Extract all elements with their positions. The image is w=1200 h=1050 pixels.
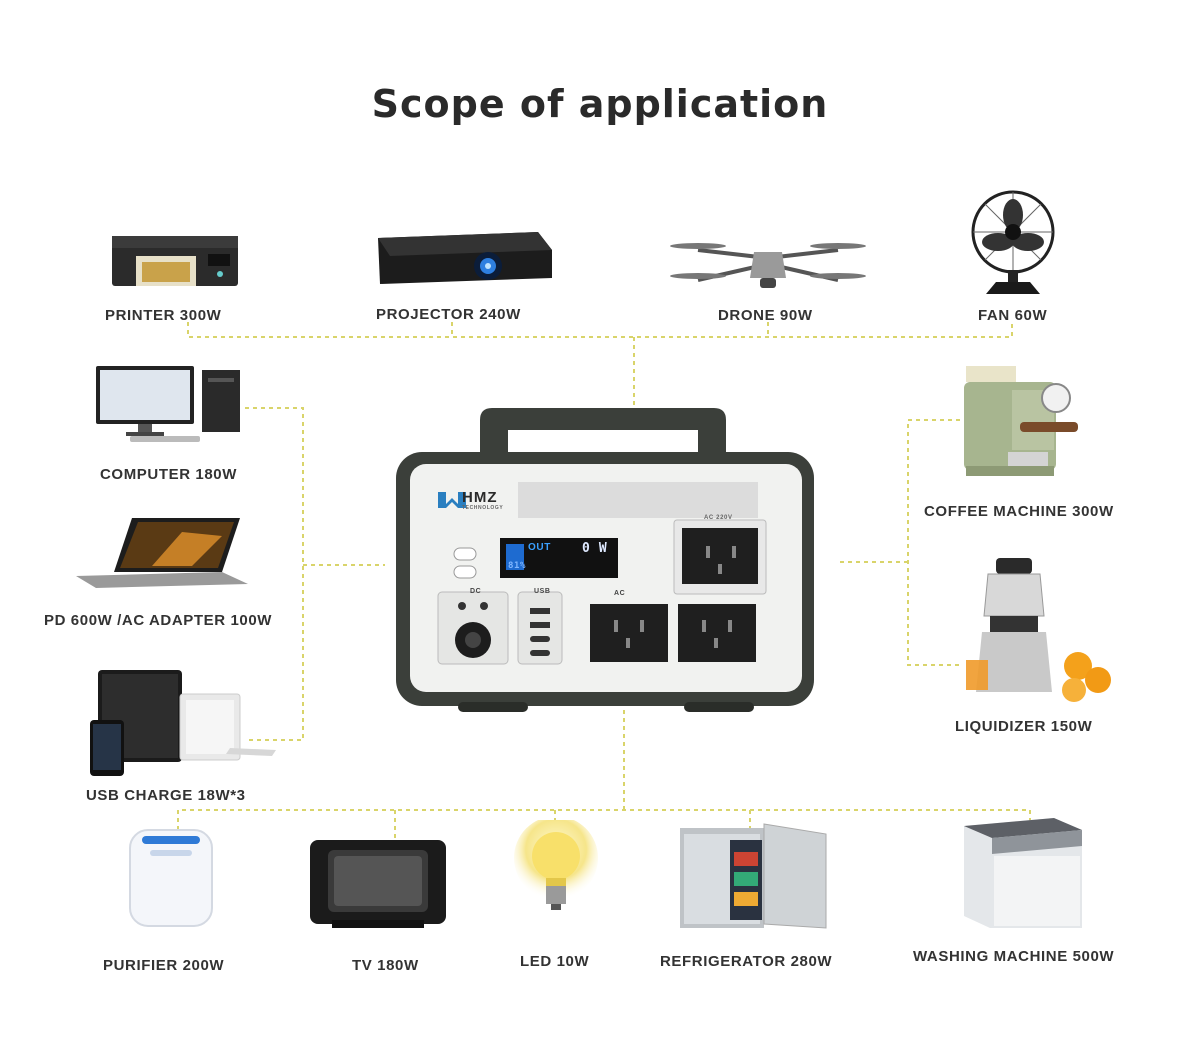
tv-icon [310, 840, 446, 928]
refrigerator-icon [680, 823, 827, 929]
printer-icon [112, 236, 238, 286]
appliance-label-led: LED 10W [520, 953, 590, 970]
station-brand: HMZ [462, 489, 498, 506]
power-station [396, 408, 814, 712]
appliance-label-laptop: PD 600W /AC ADAPTER 100W [44, 612, 273, 629]
drone-icon [670, 243, 866, 288]
port-dc-label: DC [470, 588, 482, 595]
washing-machine-icon [964, 818, 1082, 928]
purifier-icon [129, 829, 213, 927]
fan-icon [971, 190, 1055, 294]
port-ac-label: AC [614, 590, 626, 597]
projector-icon [378, 232, 552, 284]
appliance-label-purifier: PURIFIER 200W [103, 957, 225, 974]
appliance-label-tv: TV 180W [352, 957, 419, 974]
ac-voltage-label: AC 220V [704, 515, 733, 521]
hmz-logo-icon [438, 492, 466, 508]
appliance-label-usb: USB CHARGE 18W*3 [86, 787, 246, 804]
laptop-icon [76, 518, 248, 588]
appliance-label-drone: DRONE 90W [718, 307, 813, 324]
appliance-label-computer: COMPUTER 180W [100, 466, 237, 483]
display-out[interactable]: OUT [528, 542, 551, 553]
display-percent: 81% [508, 561, 527, 571]
coffee-machine-icon [964, 366, 1078, 476]
appliance-label-coffee: COFFEE MACHINE 300W [924, 503, 1114, 520]
appliance-label-washer: WASHING MACHINE 500W [913, 948, 1115, 965]
led-bulb-icon [514, 820, 598, 910]
port-usb-label: USB [534, 588, 551, 595]
appliance-label-fan: FAN 60W [978, 307, 1048, 324]
appliance-label-fridge: REFRIGERATOR 280W [660, 953, 833, 970]
juicer-icon [966, 558, 1111, 702]
appliance-label-juicer: LIQUIDIZER 150W [955, 718, 1093, 735]
appliance-label-printer: PRINTER 300W [105, 307, 222, 324]
display-watts: 0 W [582, 541, 608, 556]
appliance-label-projector: PROJECTOR 240W [376, 306, 521, 323]
computer-icon [96, 366, 240, 442]
page-title: Scope of application [371, 82, 829, 126]
station-brand-sub: TECHNOLOGY [462, 505, 504, 511]
usb-devices-icon [90, 670, 276, 776]
